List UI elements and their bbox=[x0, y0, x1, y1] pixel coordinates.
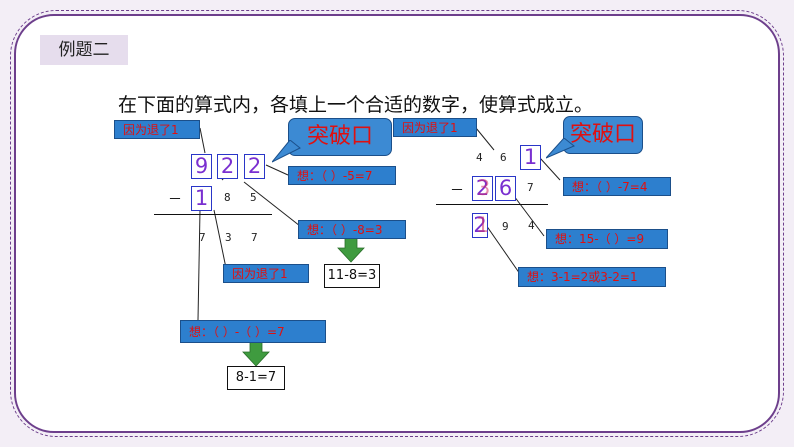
minus-sign-right: － bbox=[450, 183, 464, 199]
result-digit-ones: 7 bbox=[251, 231, 258, 244]
subtrahend-digit-ones: 5 bbox=[250, 191, 257, 204]
answer-hundreds-left: 8-1=7 bbox=[227, 366, 285, 390]
arrow-tens bbox=[337, 236, 365, 263]
think-tens-left: 想：（ ）-8=3 bbox=[298, 220, 406, 239]
result-digit-ones-right: 4 bbox=[528, 219, 535, 232]
bubble-tail-right bbox=[546, 138, 575, 159]
note-borrow-top-left: 因为退了1 bbox=[114, 120, 200, 139]
subtrahend-digit-hundreds-overlay: 3 bbox=[477, 176, 491, 200]
breakthrough-bubble-left: 突破口 bbox=[288, 118, 392, 156]
subtrahend-digit-hundreds[interactable]: 1 bbox=[191, 186, 212, 211]
think-ones-left: 想：（ ）-5=7 bbox=[288, 166, 396, 185]
think-tens-right: 想：15-（ ）=9 bbox=[546, 229, 668, 249]
note-borrow-right: 因为退了1 bbox=[393, 118, 477, 137]
subtrahend-digit-hundreds-value: 2 bbox=[475, 176, 490, 200]
result-digit-hundreds-right[interactable]: 2 1 bbox=[472, 213, 490, 238]
think-hundreds-left: 想：（ ）-（ ）=7 bbox=[180, 320, 326, 343]
result-digit-tens: 3 bbox=[225, 231, 232, 244]
example-tag: 例题二 bbox=[40, 35, 128, 65]
answer-tens-left: 11-8=3 bbox=[324, 264, 380, 288]
bubble-tail-left bbox=[272, 140, 301, 163]
page-frame bbox=[14, 14, 780, 433]
result-digit-hundreds: 7 bbox=[199, 231, 206, 244]
subtrahend-digit-tens-right[interactable]: 6 bbox=[495, 176, 516, 201]
top-digit-ones-right[interactable]: 1 bbox=[520, 145, 541, 170]
result-digit-hundreds-value: 2 bbox=[473, 213, 487, 237]
top-digit-hundreds-right: 4 bbox=[476, 151, 483, 164]
page-outer-dashed-border bbox=[10, 10, 784, 437]
top-digit-ones[interactable]: 2 bbox=[244, 154, 265, 179]
result-digit-tens-right: 9 bbox=[502, 220, 509, 233]
top-digit-tens[interactable]: 2 bbox=[217, 154, 238, 179]
minus-sign-left: － bbox=[168, 192, 182, 208]
result-digit-hundreds-overlay: 1 bbox=[476, 213, 490, 237]
think-ones-right: 想：（ ）-7=4 bbox=[563, 177, 671, 196]
think-hundreds-right: 想：3-1=2或3-2=1 bbox=[518, 267, 666, 287]
subtrahend-digit-hundreds-right[interactable]: 2 3 bbox=[472, 176, 493, 201]
arrow-hundreds bbox=[242, 340, 270, 367]
note-borrow-bottom-left: 因为退了1 bbox=[223, 264, 309, 283]
result-rule-left bbox=[154, 214, 272, 215]
result-rule-right bbox=[436, 204, 548, 205]
instruction-text: 在下面的算式内，各填上一个合适的数字，使算式成立。 bbox=[118, 94, 594, 116]
breakthrough-bubble-right: 突破口 bbox=[563, 116, 643, 154]
top-digit-hundreds[interactable]: 9 bbox=[191, 154, 212, 179]
subtrahend-digit-ones-right: 7 bbox=[527, 181, 534, 194]
subtrahend-digit-tens: 8 bbox=[224, 191, 231, 204]
top-digit-tens-right: 6 bbox=[500, 151, 507, 164]
